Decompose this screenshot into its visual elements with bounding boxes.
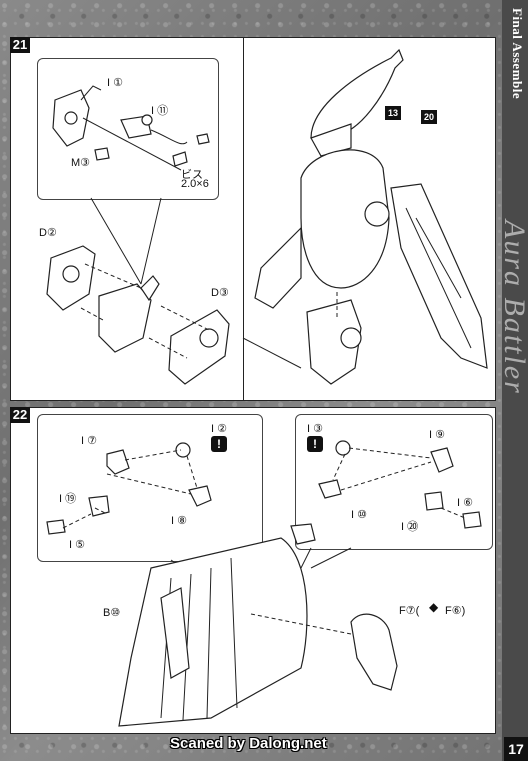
i2-part — [175, 442, 191, 458]
label-d2: D② — [39, 227, 57, 239]
step-22-right-callout — [295, 414, 493, 550]
label-i3: I ③ — [307, 423, 323, 435]
label-i6: I ⑥ — [457, 497, 473, 509]
label-i5: I ⑤ — [69, 539, 85, 551]
label-i2: I ② — [211, 423, 227, 435]
label-i7: I ⑦ — [81, 435, 97, 447]
label-i20: I ⑳ — [401, 521, 419, 533]
section-title: Final Assemble — [510, 8, 525, 100]
i10-part — [318, 479, 342, 499]
label-f6: F⑥) — [445, 605, 466, 617]
label-screw: ビス — [181, 169, 203, 181]
label-i9: I ⑨ — [429, 429, 445, 441]
label-f7: F⑦( — [399, 605, 420, 617]
head-part — [310, 123, 352, 157]
label-20: 20 — [421, 110, 438, 124]
scan-credit: Scaned by Dalong.net — [170, 735, 327, 752]
label-m3: M③ — [71, 157, 91, 169]
label-i1: I ① — [107, 77, 123, 89]
i8-part — [188, 485, 212, 507]
label-13: 13 — [385, 106, 402, 120]
m3-part — [94, 147, 110, 161]
label-b10: B⑩ — [103, 607, 121, 619]
i19-part — [88, 495, 110, 517]
step-22-number: 22 — [10, 407, 30, 423]
label-i10: I ⑩ — [351, 509, 367, 521]
i20-part — [424, 491, 444, 511]
step-21-panel: 21 I ① I — [10, 37, 496, 401]
i9-part — [430, 447, 454, 473]
torso-part — [300, 149, 390, 289]
sidebar: Final Assemble — [502, 0, 528, 761]
script-title: Aura Battler — [498, 220, 528, 395]
left-wing — [254, 226, 302, 309]
label-i8: I ⑧ — [171, 515, 187, 527]
head-crest — [310, 48, 404, 139]
step-22-drawing — [46, 440, 482, 727]
step-21-number: 21 — [10, 37, 30, 53]
i6-part — [462, 511, 482, 529]
panel-divider — [243, 38, 244, 400]
warning-icon: ! — [211, 436, 227, 452]
swap-icon: ◆ — [429, 600, 439, 614]
page-number: 17 — [504, 737, 528, 761]
right-wing — [390, 183, 488, 369]
label-screw-size: 2.0×6 — [181, 178, 209, 190]
i7-part — [106, 449, 130, 475]
central-joint — [98, 283, 152, 353]
skirt-armor — [118, 537, 308, 727]
hand-part — [350, 613, 398, 691]
label-i19: I ⑲ — [59, 493, 77, 505]
label-d3: D③ — [211, 287, 229, 299]
warning-icon: ! — [307, 436, 323, 452]
waist-part — [306, 299, 362, 385]
label-i11: I ⑪ — [151, 105, 169, 117]
i3-part — [335, 440, 351, 456]
i5-part — [46, 519, 66, 535]
step-21-drawing — [46, 48, 488, 385]
step-22-panel: 22 I ⑦ I ② ! I ⑲ I ⑧ I ⑤ I ③ ! I ⑨ I ⑩ I — [10, 407, 496, 734]
d3-part — [168, 309, 230, 385]
